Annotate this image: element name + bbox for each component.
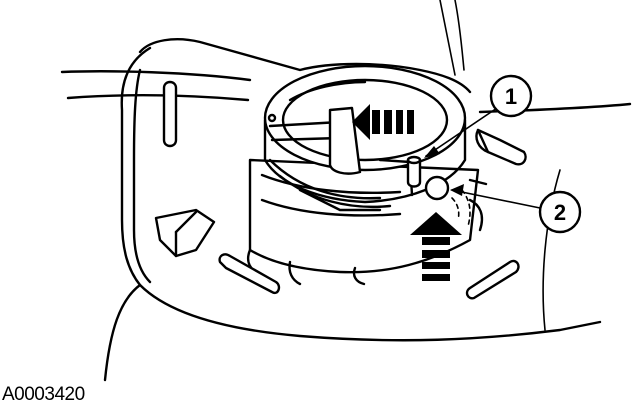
locking-tab (475, 128, 527, 166)
retaining-pin (406, 155, 422, 188)
alignment-hole (424, 175, 450, 201)
callout-2: 2 (450, 184, 582, 234)
callout-2-label: 2 (554, 200, 566, 225)
figure-id: A0003420 (2, 384, 85, 405)
mounting-clips (154, 208, 520, 300)
up-arrow-icon (410, 212, 462, 281)
callout-1-label: 1 (505, 84, 517, 109)
pump-module-body (246, 158, 488, 286)
tank-outline (103, 38, 602, 382)
flange-slot (162, 80, 178, 148)
callout-1: 1 (424, 74, 533, 158)
left-arrow-icon (352, 104, 414, 140)
